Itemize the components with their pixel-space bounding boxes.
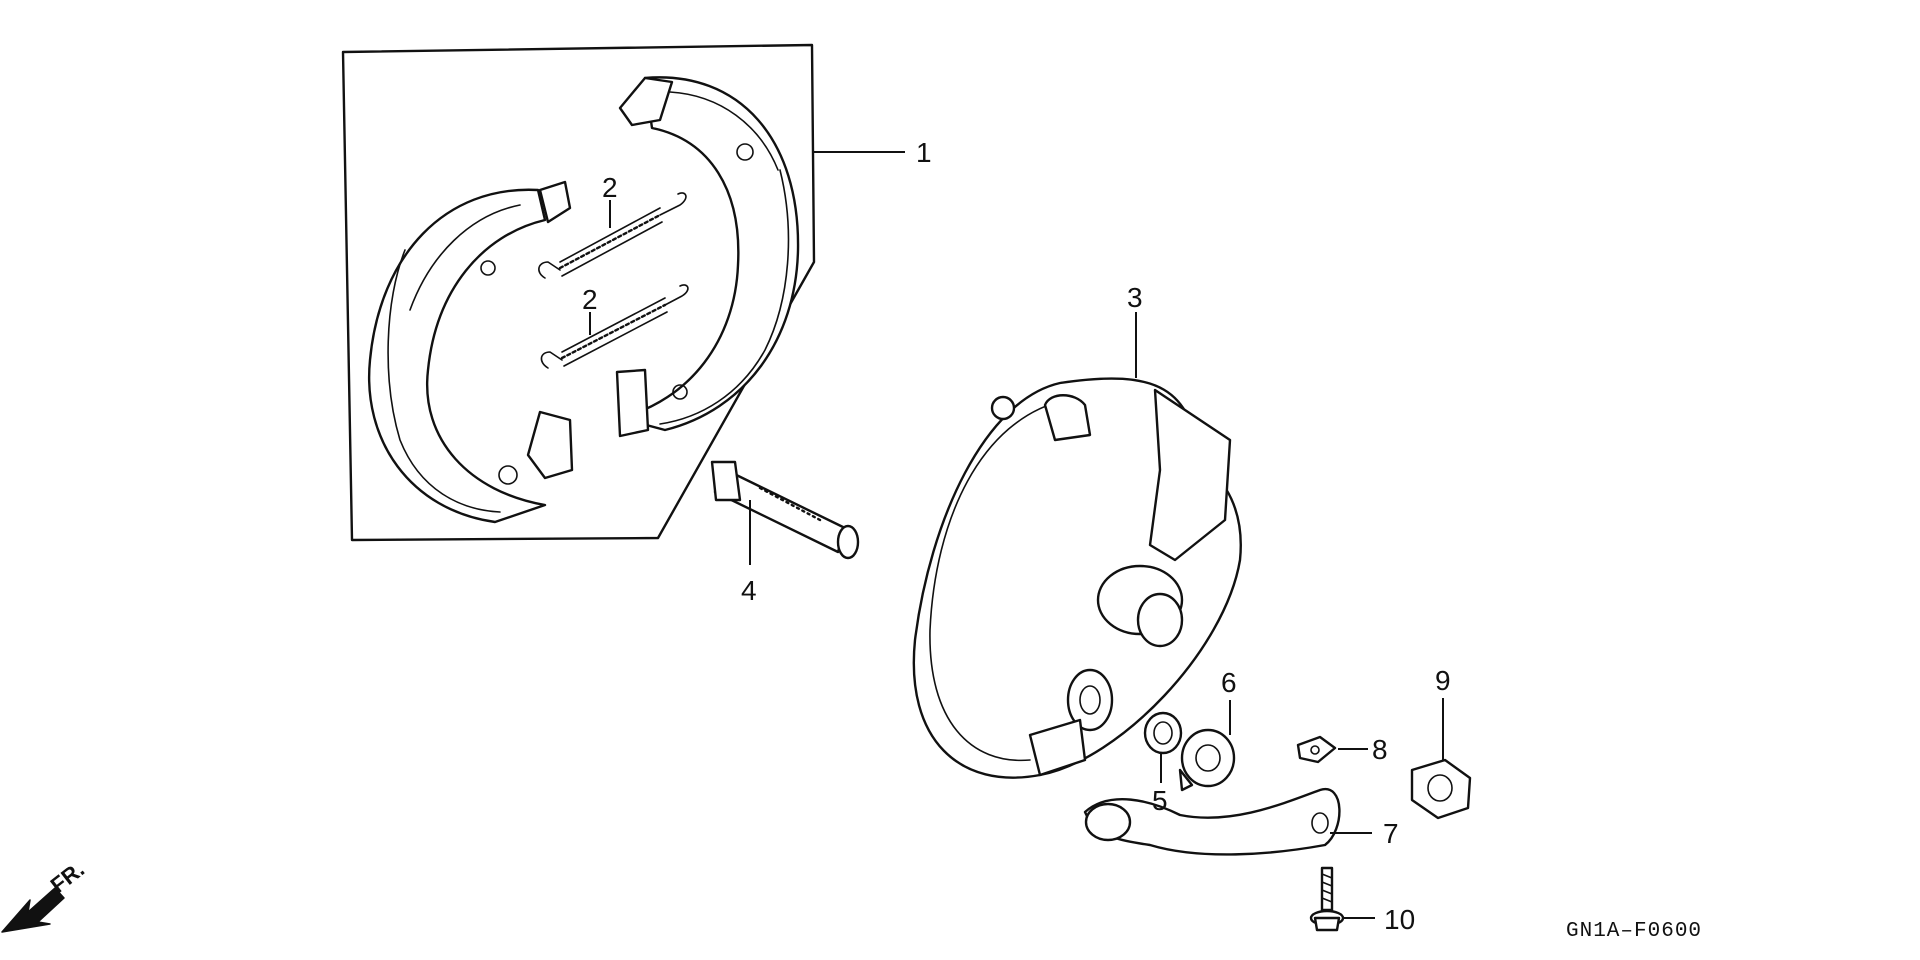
clip: [1296, 735, 1337, 764]
flange-nut: [1410, 758, 1472, 820]
callout-10: 10: [1384, 904, 1415, 935]
callout-3: 3: [1127, 282, 1143, 313]
washer: [1143, 711, 1183, 755]
callout-7: 7: [1383, 818, 1399, 849]
wear-indicator-plate: [1178, 728, 1236, 792]
figure-code: GN1A–F0600: [1566, 920, 1702, 943]
callout-9: 9: [1435, 665, 1451, 696]
brake-spring-lower: [540, 284, 689, 369]
callout-4: 4: [741, 575, 757, 606]
front-direction-arrow-icon: [1, 887, 65, 933]
callout-6: 6: [1221, 667, 1237, 698]
brake-arm: [1083, 787, 1341, 856]
callout-5: 5: [1152, 785, 1168, 816]
flange-bolt: [1309, 866, 1345, 932]
callout-8: 8: [1372, 734, 1388, 765]
callout-2a: 2: [602, 172, 618, 203]
brake-cam: [710, 460, 860, 560]
callout-1: 1: [916, 137, 932, 168]
brake-spring-upper: [538, 192, 687, 279]
brake-shoe-right: [615, 76, 800, 438]
brake-shoe-set-group-box: [341, 43, 816, 542]
brake-shoe-left: [367, 180, 574, 524]
callout-2b: 2: [582, 284, 598, 315]
brake-panel: [912, 377, 1242, 779]
